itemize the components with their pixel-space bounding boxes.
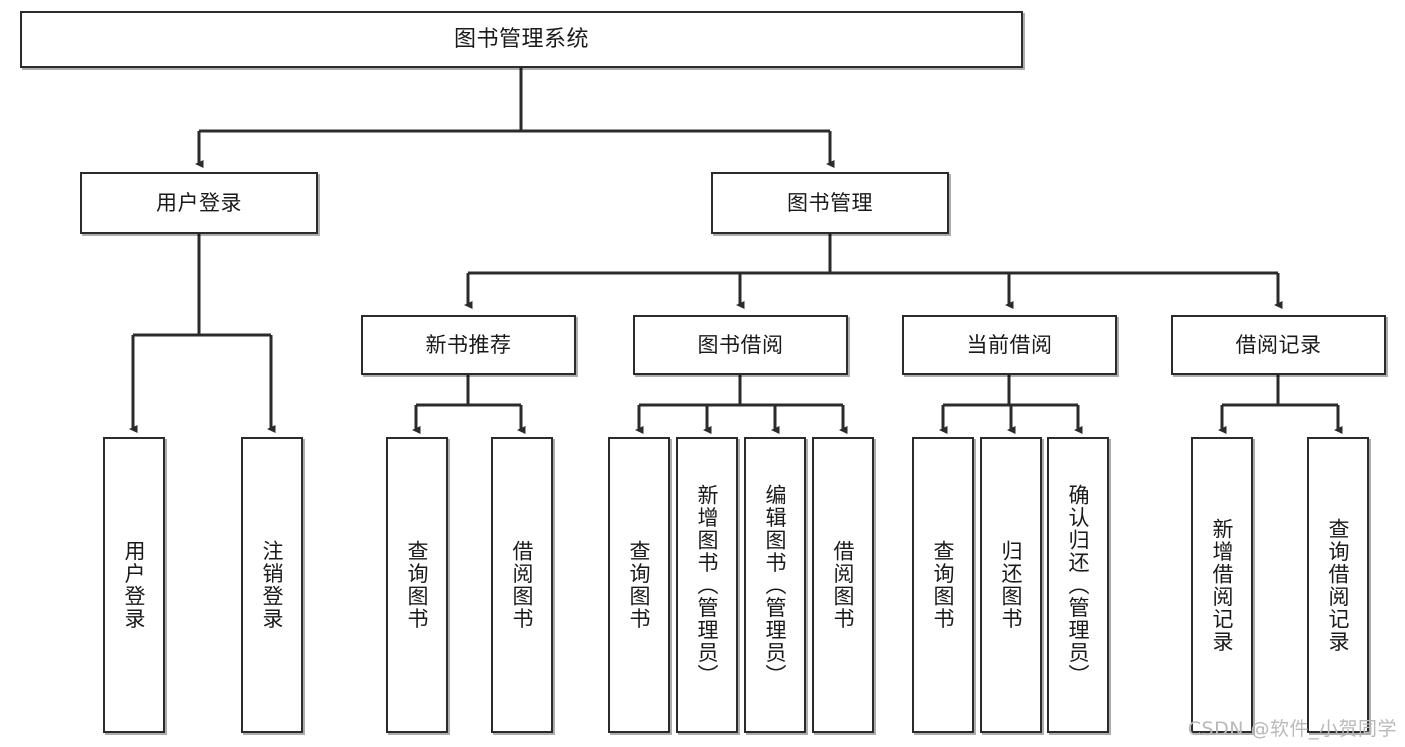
leaf-edit-book[interactable]: 编辑图书（管理员） — [744, 437, 806, 733]
leaf-query-book-1[interactable]: 查询图书 — [386, 437, 448, 733]
leaf-confirm-return-label: 确认归还（管理员） — [1066, 483, 1091, 687]
leaf-query-book-2[interactable]: 查询图书 — [608, 437, 670, 733]
leaf-user-login[interactable]: 用户登录 — [103, 437, 165, 733]
leaf-logout-login[interactable]: 注销登录 — [241, 437, 303, 733]
leaf-confirm-return[interactable]: 确认归还（管理员） — [1047, 437, 1109, 733]
node-current-borrow[interactable]: 当前借阅 — [902, 315, 1117, 375]
leaf-add-borrow-record-label: 新增借阅记录 — [1210, 517, 1235, 653]
leaf-add-book[interactable]: 新增图书（管理员） — [676, 437, 738, 733]
node-root-book-management-system[interactable]: 图书管理系统 — [20, 11, 1023, 68]
leaf-add-borrow-record[interactable]: 新增借阅记录 — [1191, 437, 1253, 733]
leaf-query-borrow-record-label: 查询借阅记录 — [1326, 517, 1351, 653]
node-current-borrow-label: 当前借阅 — [966, 332, 1053, 357]
leaf-query-book-3-label: 查询图书 — [931, 540, 956, 630]
leaf-query-book-1-label: 查询图书 — [405, 540, 430, 630]
csdn-watermark: CSDN @软件_小贺同学 — [1187, 718, 1397, 740]
node-user-login-label: 用户登录 — [156, 190, 242, 215]
leaf-edit-book-label: 编辑图书（管理员） — [763, 483, 788, 687]
leaf-query-book-3[interactable]: 查询图书 — [912, 437, 974, 733]
leaf-borrow-book-1-label: 借阅图书 — [510, 540, 535, 630]
node-user-login[interactable]: 用户登录 — [80, 172, 318, 234]
leaf-user-login-label: 用户登录 — [122, 540, 147, 630]
node-book-borrow[interactable]: 图书借阅 — [633, 315, 848, 375]
leaf-borrow-book-2-label: 借阅图书 — [831, 540, 856, 630]
leaf-add-book-label: 新增图书（管理员） — [695, 483, 720, 687]
leaf-query-borrow-record[interactable]: 查询借阅记录 — [1307, 437, 1369, 733]
node-root-label: 图书管理系统 — [453, 26, 589, 52]
leaf-return-book-label: 归还图书 — [999, 540, 1024, 630]
node-borrow-record[interactable]: 借阅记录 — [1171, 315, 1386, 375]
node-book-management-label: 图书管理 — [787, 190, 873, 215]
node-new-book-recommend-label: 新书推荐 — [425, 332, 512, 357]
node-book-borrow-label: 图书借阅 — [697, 332, 784, 357]
leaf-borrow-book-2[interactable]: 借阅图书 — [812, 437, 874, 733]
node-new-book-recommend[interactable]: 新书推荐 — [361, 315, 576, 375]
leaf-borrow-book-1[interactable]: 借阅图书 — [491, 437, 553, 733]
leaf-logout-login-label: 注销登录 — [260, 540, 285, 630]
leaf-return-book[interactable]: 归还图书 — [980, 437, 1042, 733]
node-borrow-record-label: 借阅记录 — [1235, 332, 1322, 357]
node-book-management[interactable]: 图书管理 — [711, 172, 949, 234]
leaf-query-book-2-label: 查询图书 — [627, 540, 652, 630]
